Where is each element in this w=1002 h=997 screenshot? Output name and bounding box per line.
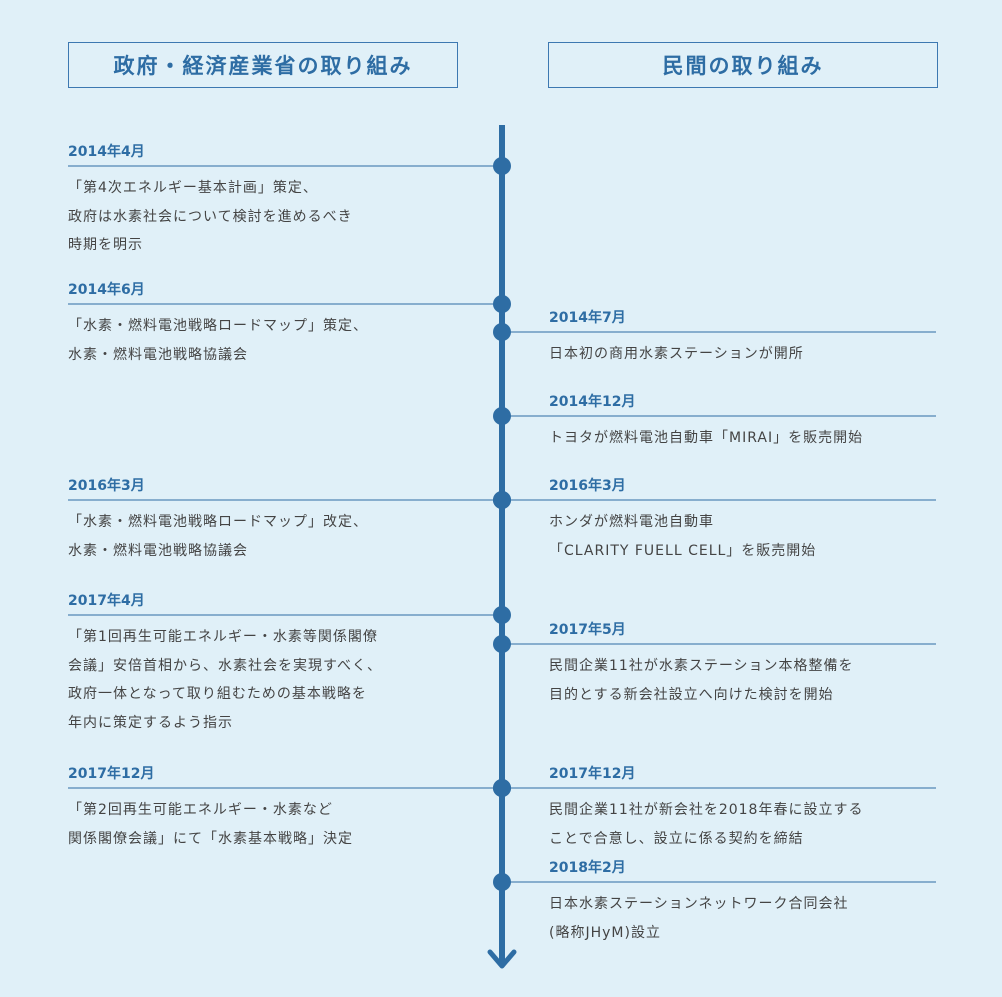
private-event-date: 2016年3月 [549, 478, 626, 494]
description-line: 民間企業11社が新会社を2018年春に設立する [549, 802, 864, 818]
timeline-arrowhead [487, 949, 517, 969]
government-event-description: 「第2回再生可能エネルギー・水素など関係閣僚会議」にて「水素基本戦略」決定 [68, 796, 353, 853]
description-line: 水素・燃料電池戦略協議会 [68, 346, 248, 363]
government-event-description: 「水素・燃料電池戦略ロードマップ」策定、水素・燃料電池戦略協議会 [68, 312, 368, 369]
description-line: 日本初の商用水素ステーションが開所 [549, 346, 804, 362]
government-header: 政府・経済産業省の取り組み [68, 42, 458, 88]
left-timeline-dot-0 [493, 157, 511, 175]
description-line: 年内に策定するよう指示 [68, 714, 233, 731]
government-event-date: 2014年4月 [68, 144, 145, 160]
right-timeline-dot-4 [493, 779, 511, 797]
right-timeline-dot-2 [493, 491, 511, 509]
private-event-description: 日本水素ステーションネットワーク合同会社 (略称JHyM)設立 [549, 890, 848, 947]
left-timeline-dot-3 [493, 606, 511, 624]
private-event-date: 2018年2月 [549, 860, 626, 876]
private-event-date: 2017年5月 [549, 622, 626, 638]
government-event-description: 「第1回再生可能エネルギー・水素等関係閣僚会議」安倍首相から、水素社会を実現すべ… [68, 623, 382, 737]
description-line: 日本水素ステーションネットワーク合同会社 [549, 896, 849, 912]
private-event-description: 民間企業11社が水素ステーション本格整備を目的とする新会社設立へ向けた検討を開始 [549, 652, 854, 709]
left-timeline-dot-1 [493, 295, 511, 313]
description-line: ホンダが燃料電池自動車 [549, 514, 714, 530]
private-event-description: ホンダが燃料電池自動車「CLARITY FUELL CELL」を販売開始 [549, 508, 816, 565]
description-line: 関係閣僚会議」にて「水素基本戦略」決定 [68, 830, 353, 847]
description-line: 民間企業11社が水素ステーション本格整備を [549, 658, 854, 674]
private-event-description: 日本初の商用水素ステーションが開所 [549, 340, 804, 369]
description-line: 「CLARITY FUELL CELL」を販売開始 [549, 542, 817, 559]
right-timeline-dot-5 [493, 873, 511, 891]
government-event-date: 2017年4月 [68, 593, 145, 609]
description-line: 目的とする新会社設立へ向けた検討を開始 [549, 686, 834, 703]
government-event-description: 「第4次エネルギー基本計画」策定、政府は水素社会について検討を進めるべき時期を明… [68, 174, 353, 260]
private-event-date: 2014年7月 [549, 310, 626, 326]
description-line: 政府一体となって取り組むための基本戦略を [68, 686, 367, 702]
government-event-date: 2016年3月 [68, 478, 145, 494]
description-line: 「水素・燃料電池戦略ロードマップ」策定、 [68, 318, 368, 334]
government-event-date: 2014年6月 [68, 282, 145, 298]
private-event-date: 2014年12月 [549, 394, 636, 410]
government-event-description: 「水素・燃料電池戦略ロードマップ」改定、水素・燃料電池戦略協議会 [68, 508, 368, 565]
private-header: 民間の取り組み [548, 42, 938, 88]
private-event-description: 民間企業11社が新会社を2018年春に設立することで合意し、設立に係る契約を締結 [549, 796, 863, 853]
right-timeline-dot-1 [493, 407, 511, 425]
description-line: 「水素・燃料電池戦略ロードマップ」改定、 [68, 514, 368, 530]
description-line: 時期を明示 [68, 237, 143, 253]
description-line: 「第2回再生可能エネルギー・水素など [68, 802, 333, 818]
private-event-date: 2017年12月 [549, 766, 636, 782]
description-line: 水素・燃料電池戦略協議会 [68, 542, 248, 559]
description-line: (略称JHyM)設立 [549, 924, 661, 941]
right-timeline-dot-0 [493, 323, 511, 341]
right-timeline-dot-3 [493, 635, 511, 653]
description-line: ことで合意し、設立に係る契約を締結 [549, 830, 804, 847]
description-line: トヨタが燃料電池自動車「MIRAI」を販売開始 [549, 430, 864, 446]
description-line: 「第4次エネルギー基本計画」策定、 [68, 180, 318, 196]
government-event-date: 2017年12月 [68, 766, 155, 782]
description-line: 会議」安倍首相から、水素社会を実現すべく、 [68, 657, 383, 674]
description-line: 「第1回再生可能エネルギー・水素等関係閣僚 [68, 629, 378, 645]
private-event-description: トヨタが燃料電池自動車「MIRAI」を販売開始 [549, 424, 863, 453]
description-line: 政府は水素社会について検討を進めるべき [68, 208, 353, 225]
